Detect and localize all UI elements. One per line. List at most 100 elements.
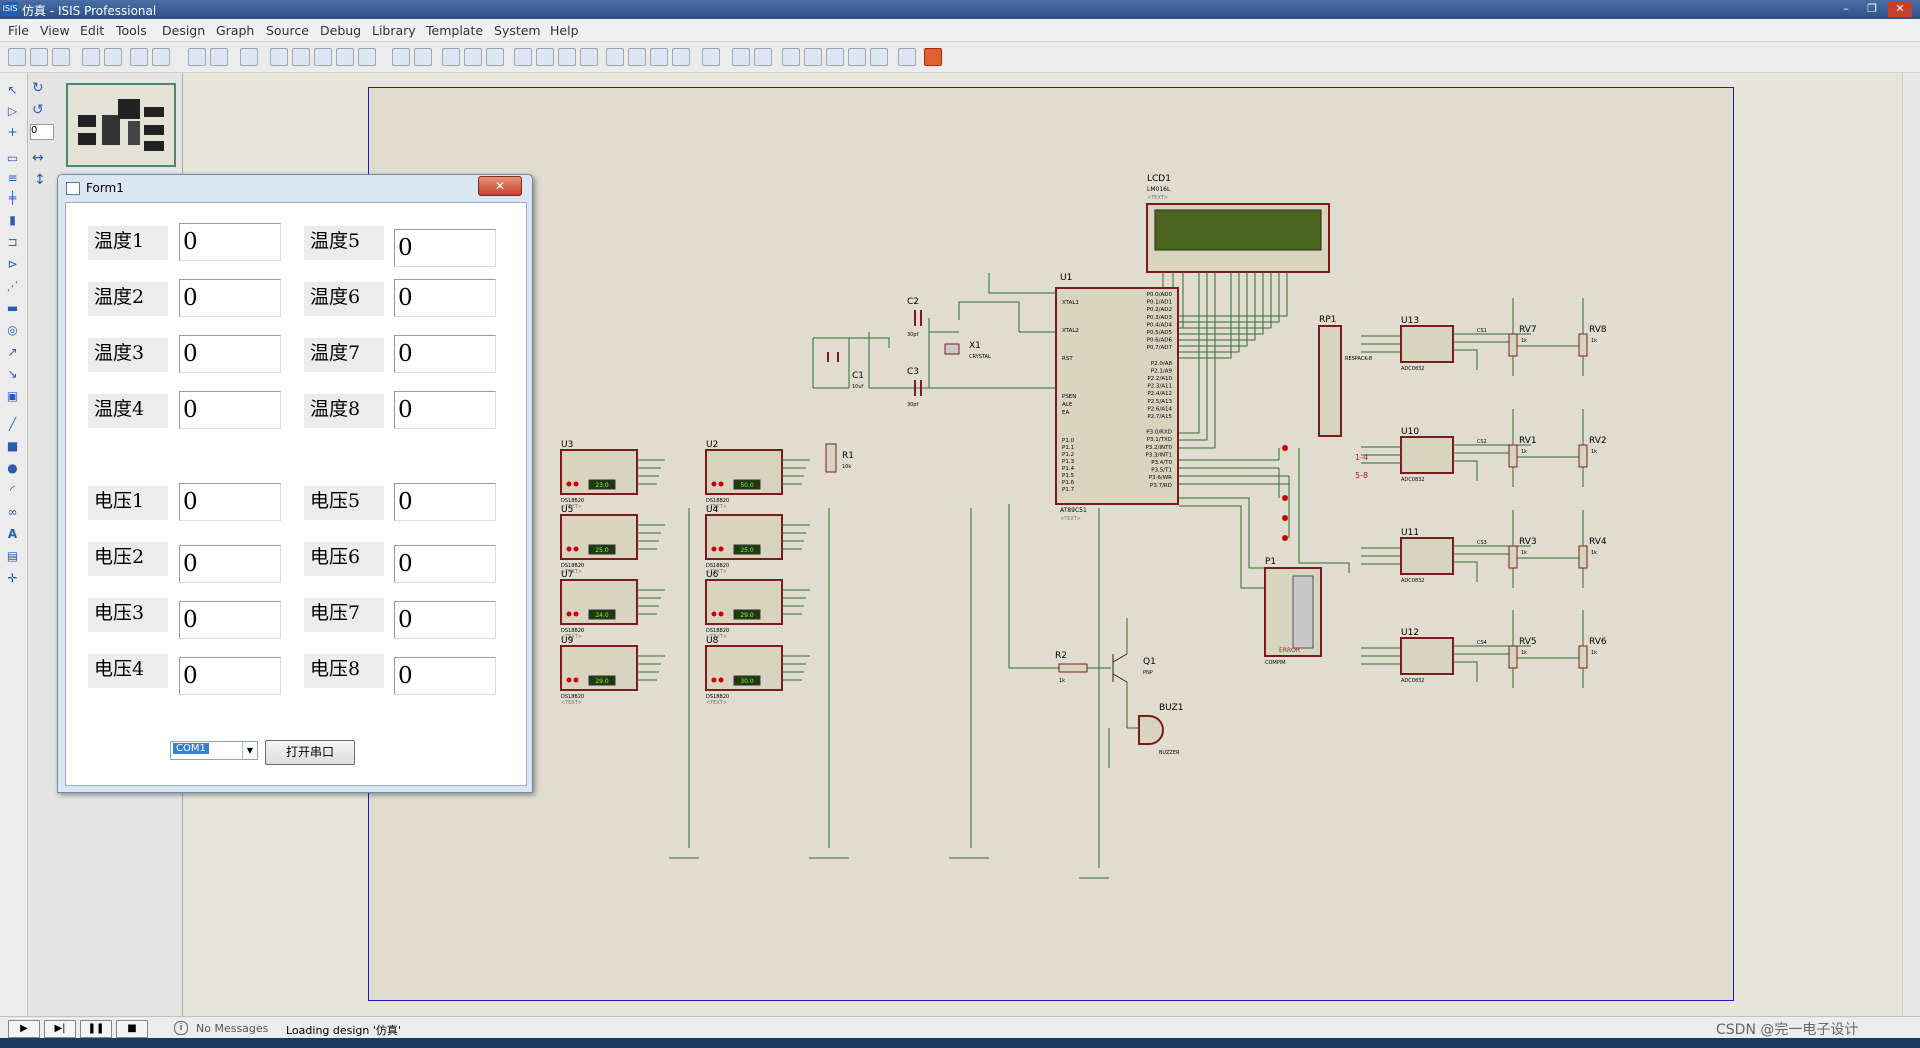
open-icon[interactable] xyxy=(30,48,48,66)
menu-view[interactable]: View xyxy=(40,23,70,38)
pan-icon[interactable] xyxy=(270,48,288,66)
capacitor-c1[interactable]: C1 10uf xyxy=(827,352,864,390)
package-tool-icon[interactable] xyxy=(650,48,668,66)
com-port-select[interactable]: COM1 ▼ xyxy=(170,741,258,760)
block-delete-icon[interactable] xyxy=(580,48,598,66)
decompose-icon[interactable] xyxy=(672,48,690,66)
origin-icon[interactable] xyxy=(240,48,258,66)
box-icon[interactable]: ■ xyxy=(6,439,19,453)
messages-status[interactable]: No Messages xyxy=(196,1022,269,1035)
ares-icon[interactable] xyxy=(924,48,942,66)
block-rotate-icon[interactable] xyxy=(558,48,576,66)
wire-autorouter-icon[interactable] xyxy=(702,48,720,66)
selection-mode-icon[interactable]: ↖ xyxy=(7,83,18,97)
add-sheet-icon[interactable] xyxy=(804,48,822,66)
pause-icon[interactable]: ❚❚ xyxy=(80,1020,112,1038)
mirror-x-icon[interactable]: ↔ xyxy=(32,150,44,166)
menu-tools[interactable]: Tools xyxy=(116,23,147,38)
generator-icon[interactable]: ◎ xyxy=(7,323,18,337)
grid-icon[interactable] xyxy=(210,48,228,66)
print-icon[interactable] xyxy=(130,48,148,66)
volt-field-4[interactable]: 0 xyxy=(179,657,281,695)
line-icon[interactable]: ╱ xyxy=(8,417,17,431)
mirror-y-icon[interactable]: ↕ xyxy=(34,172,46,188)
temp-field-8[interactable]: 0 xyxy=(394,391,496,429)
pin-icon[interactable]: ⊳ xyxy=(7,257,18,271)
new-sheet-icon[interactable] xyxy=(782,48,800,66)
menu-edit[interactable]: Edit xyxy=(80,23,105,38)
chevron-down-icon[interactable]: ▼ xyxy=(242,742,257,759)
form-close-button[interactable]: ✕ xyxy=(478,176,522,196)
temp-field-4[interactable]: 0 xyxy=(179,391,281,429)
terminals-icon[interactable]: ⊐ xyxy=(7,235,18,249)
property-tool-icon[interactable] xyxy=(754,48,772,66)
menu-help[interactable]: Help xyxy=(550,23,579,38)
menu-file[interactable]: File xyxy=(8,23,29,38)
rotation-angle-field[interactable]: 0 xyxy=(30,124,54,140)
text-icon[interactable]: A xyxy=(7,527,18,541)
subcircuit-icon[interactable]: ▮ xyxy=(9,213,16,227)
make-device-icon[interactable] xyxy=(628,48,646,66)
path-icon[interactable]: ∞ xyxy=(7,505,18,519)
menu-graph[interactable]: Graph xyxy=(216,23,255,38)
redo-icon[interactable] xyxy=(414,48,432,66)
volt-field-3[interactable]: 0 xyxy=(179,601,281,639)
tape-icon[interactable]: ▬ xyxy=(6,301,19,315)
transistor-q1[interactable]: Q1 PNP xyxy=(1112,653,1156,683)
remove-sheet-icon[interactable] xyxy=(826,48,844,66)
bill-of-materials-icon[interactable] xyxy=(848,48,866,66)
arc-icon[interactable]: ◜ xyxy=(10,483,15,497)
vertical-scrollbar[interactable] xyxy=(1902,73,1920,1016)
temp-field-2[interactable]: 0 xyxy=(179,279,281,317)
virtual-instrument-icon[interactable]: ▣ xyxy=(6,389,19,403)
play-icon[interactable]: ▶ xyxy=(8,1020,40,1038)
electrical-check-icon[interactable] xyxy=(870,48,888,66)
temp-field-3[interactable]: 0 xyxy=(179,335,281,373)
menu-design[interactable]: Design xyxy=(162,23,206,38)
cut-icon[interactable] xyxy=(442,48,460,66)
serial-port-p1[interactable]: P1 COMPIM ERROR xyxy=(1264,557,1322,666)
copy-icon[interactable] xyxy=(464,48,482,66)
rotate-ccw-icon[interactable]: ↺ xyxy=(32,102,44,118)
temp-field-7[interactable]: 0 xyxy=(394,335,496,373)
temp-field-1[interactable]: 0 xyxy=(179,223,281,261)
stop-icon[interactable]: ■ xyxy=(116,1020,148,1038)
minimize-icon[interactable]: – xyxy=(1843,2,1849,15)
menu-source[interactable]: Source xyxy=(266,23,309,38)
pick-device-icon[interactable] xyxy=(606,48,624,66)
buzzer-buz1[interactable]: BUZ1 BUZZER xyxy=(1138,703,1184,756)
resistor-pack-rp1[interactable]: RP1 RESPACK-8 xyxy=(1318,315,1372,437)
refresh-icon[interactable] xyxy=(188,48,206,66)
volt-field-1[interactable]: 0 xyxy=(179,483,281,521)
rotate-cw-icon[interactable]: ↻ xyxy=(32,80,44,96)
search-icon[interactable] xyxy=(732,48,750,66)
zoom-area-icon[interactable] xyxy=(358,48,376,66)
close-icon[interactable]: ✕ xyxy=(1888,1,1912,17)
symbol-icon[interactable]: ▤ xyxy=(6,549,19,563)
maximize-icon[interactable]: ❐ xyxy=(1867,2,1877,15)
volt-field-2[interactable]: 0 xyxy=(179,545,281,583)
zoom-all-icon[interactable] xyxy=(336,48,354,66)
paste-icon[interactable] xyxy=(486,48,504,66)
volt-field-6[interactable]: 0 xyxy=(394,545,496,583)
save-icon[interactable] xyxy=(52,48,70,66)
zoom-out-icon[interactable] xyxy=(314,48,332,66)
wire-label-icon[interactable]: ▭ xyxy=(6,151,19,165)
resistor-r2[interactable]: R2 1k xyxy=(1055,651,1088,684)
